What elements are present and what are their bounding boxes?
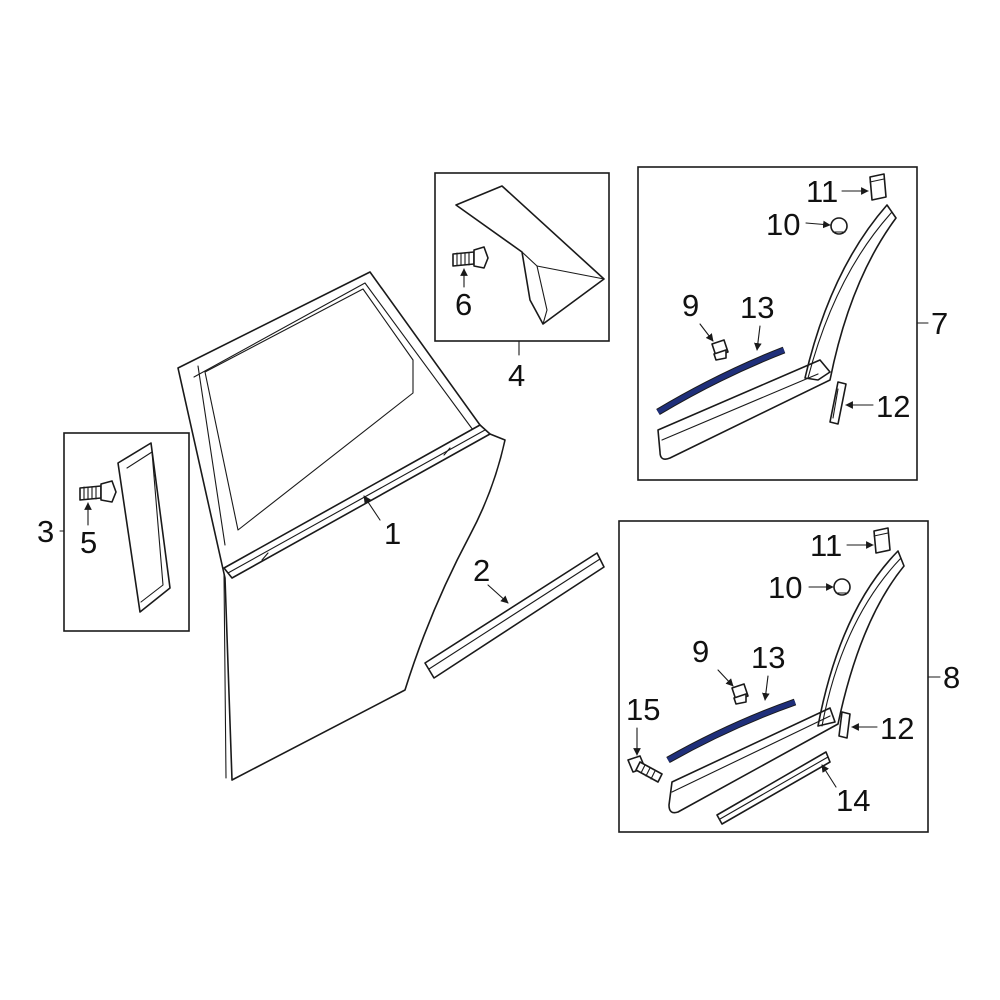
callout-11-box7: 11 [806, 174, 838, 209]
seal-12a [829, 381, 847, 425]
clip-11a [869, 173, 887, 201]
seal-12b [838, 711, 851, 739]
callout-1: 1 [384, 516, 401, 551]
callout-13-box7: 13 [740, 290, 774, 325]
callout-11-box8: 11 [810, 528, 842, 563]
wheel-opening-molding-7 [657, 204, 897, 460]
belt-molding [223, 424, 491, 579]
clip-10a [830, 217, 848, 235]
callout-2: 2 [473, 553, 490, 588]
callout-5: 5 [80, 525, 97, 560]
pillar-applique-4 [455, 185, 605, 325]
bolt-15 [627, 755, 663, 783]
callout-13-box8: 13 [751, 640, 785, 675]
wheel-opening-molding-8 [668, 550, 905, 814]
callout-4: 4 [508, 358, 525, 393]
clip-11b [873, 527, 891, 554]
callout-12-box7: 12 [876, 389, 910, 424]
callout-12-box8: 12 [880, 711, 914, 746]
box-3 [63, 432, 190, 632]
clip-10b [833, 578, 851, 596]
callout-labels: 1 2 3 4 5 6 7 8 9 13 10 11 12 9 13 10 11… [37, 174, 960, 818]
weatherstrip-13b [666, 699, 796, 763]
callout-10-box8: 10 [768, 570, 802, 605]
callout-9-box8: 9 [692, 634, 709, 669]
rear-door [177, 271, 506, 781]
clip-9b [731, 683, 749, 705]
callout-6: 6 [455, 287, 472, 322]
lower-trim-14 [716, 751, 831, 825]
door-lower-molding [424, 552, 605, 679]
bolt-6 [452, 246, 489, 269]
weatherstrip-13a [656, 347, 785, 415]
callout-7: 7 [931, 306, 948, 341]
callout-14: 14 [836, 783, 870, 818]
callout-3: 3 [37, 514, 54, 549]
bolt-5 [79, 480, 117, 503]
box-4 [434, 172, 610, 342]
clip-9a [711, 339, 729, 361]
callout-8: 8 [943, 660, 960, 695]
callout-15: 15 [626, 692, 660, 727]
leader-lines [59, 187, 941, 788]
pillar-applique-3 [117, 442, 171, 613]
callout-10-box7: 10 [766, 207, 800, 242]
callout-9-box7: 9 [682, 288, 699, 323]
